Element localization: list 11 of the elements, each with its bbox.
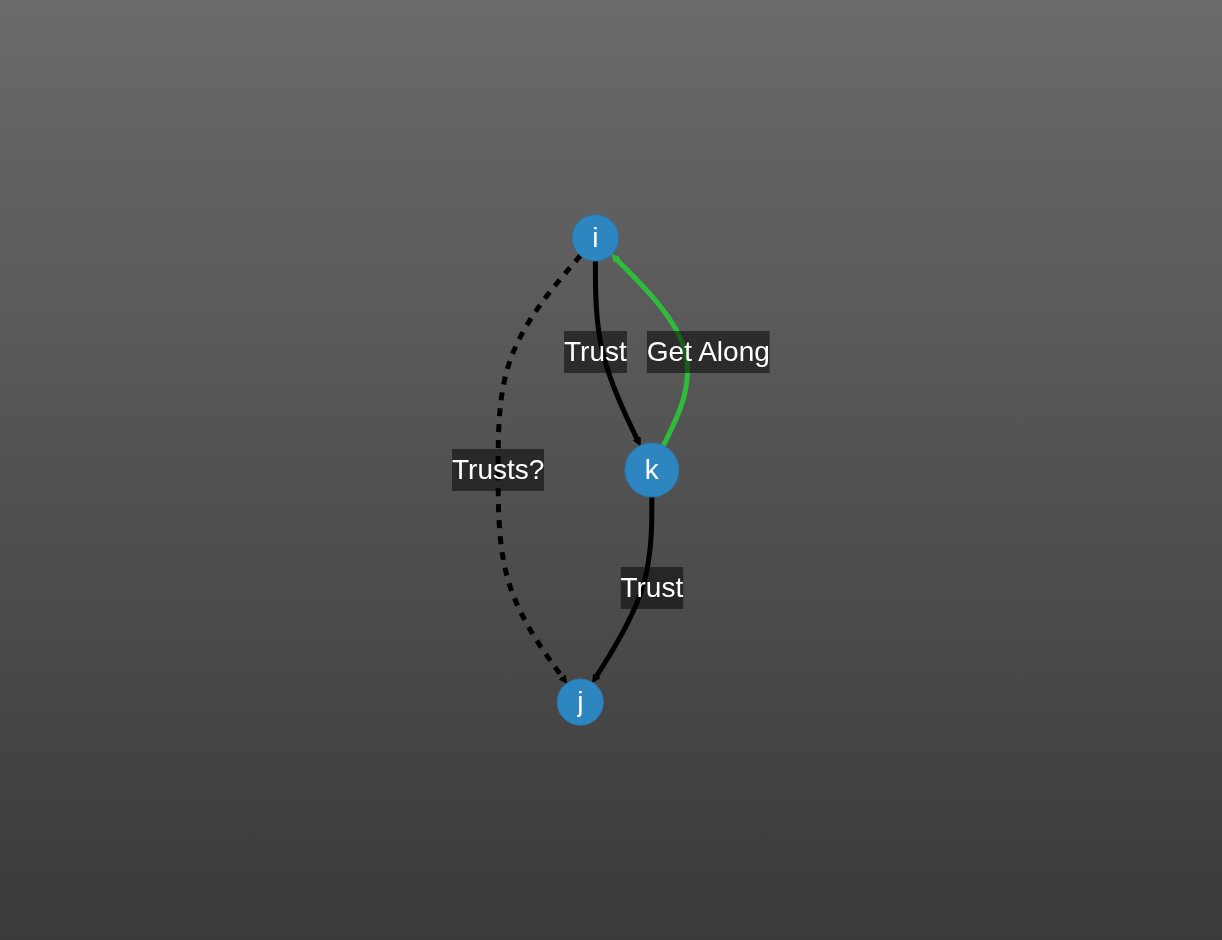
arrow [593,261,641,447]
edge-label: Trust [620,572,684,603]
edge-label: Get Along [646,336,770,367]
edge-label: Trusts? [452,454,545,485]
node-circle: k [624,442,680,498]
arrow [592,497,655,683]
node-circle: i [571,214,620,262]
arrow [495,253,583,684]
arrow [611,253,691,447]
edge-label: Trust [564,336,627,367]
node-circle: j [556,678,604,726]
